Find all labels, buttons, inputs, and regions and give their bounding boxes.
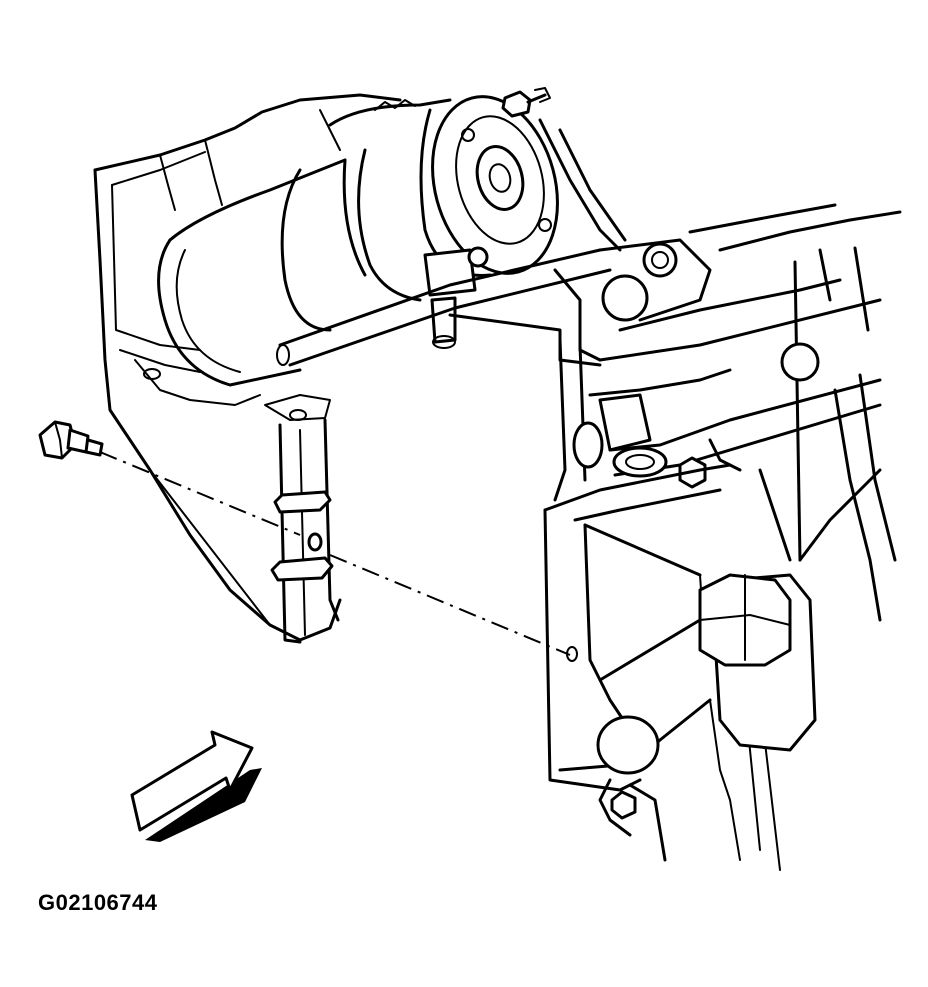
mounting-bolt-icon (38, 420, 104, 460)
drain-plug (698, 573, 817, 752)
mounting-ear (270, 418, 340, 644)
engine-block (448, 118, 902, 622)
bolt-hole (307, 532, 323, 552)
starter-motor (157, 95, 612, 387)
pan-boss (596, 715, 667, 862)
starter-mounting-bracket (93, 93, 402, 642)
installation-line-upper (99, 451, 301, 536)
view-direction-arrow-icon (130, 730, 262, 842)
figure-code-label: G02106744 (38, 890, 158, 915)
bolt-icon (501, 87, 551, 118)
installation-line-lower (329, 554, 571, 656)
